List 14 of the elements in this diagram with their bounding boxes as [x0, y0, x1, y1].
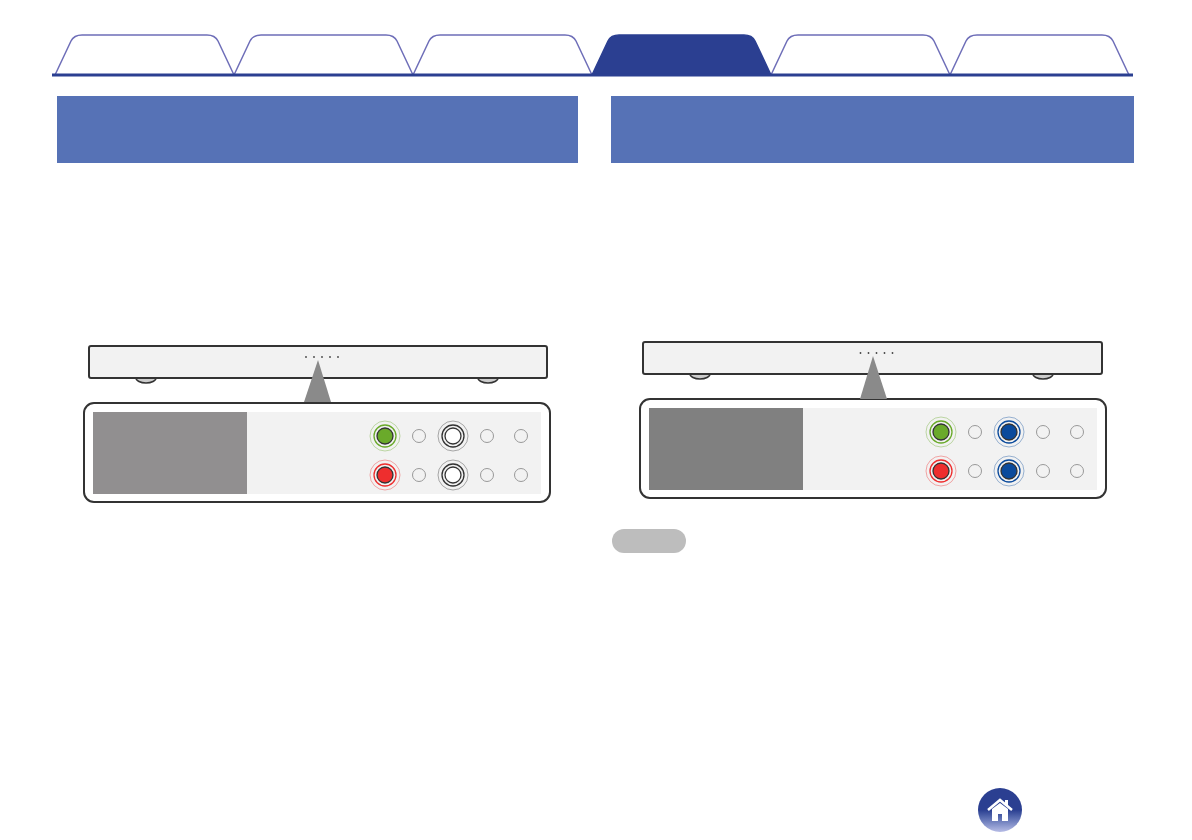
- connector-panel-drawing: [83, 402, 551, 503]
- section-header: [611, 96, 1134, 163]
- connector-panel-drawing: [639, 398, 1107, 499]
- tab: [949, 34, 1130, 76]
- tab: [54, 34, 235, 76]
- tab: [770, 34, 951, 76]
- device-drawing: [88, 345, 548, 384]
- section-header: [57, 96, 578, 163]
- home-icon: [978, 788, 1022, 832]
- note-badge: [612, 529, 686, 553]
- device-drawing: [642, 341, 1103, 380]
- tab: [591, 34, 772, 76]
- tab: [233, 34, 414, 76]
- tab: [412, 34, 593, 76]
